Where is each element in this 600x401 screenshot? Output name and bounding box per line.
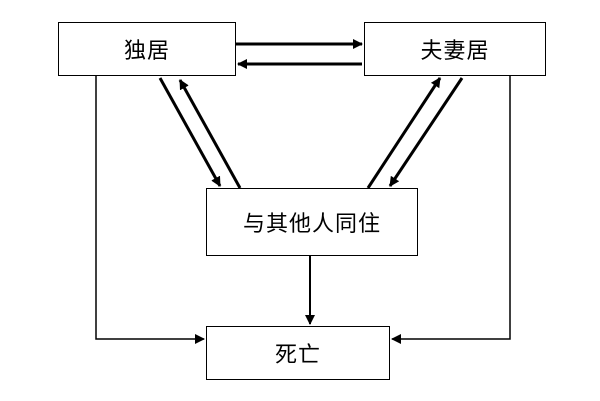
node-living-alone: 独居 bbox=[58, 22, 236, 76]
node-living-with-spouse: 夫妻居 bbox=[364, 22, 546, 76]
node-death-label: 死亡 bbox=[274, 343, 321, 368]
edge-alone-to-death bbox=[95, 76, 205, 344]
node-living-alone-label: 独居 bbox=[123, 39, 170, 64]
node-living-with-others-label: 与其他人同住 bbox=[242, 212, 381, 237]
edge-couple-to-others bbox=[388, 77, 464, 187]
edge-others-to-couple bbox=[366, 77, 442, 189]
edge-others-to-alone bbox=[178, 79, 242, 189]
node-living-with-spouse-label: 夫妻居 bbox=[420, 39, 490, 64]
edge-alone-to-others bbox=[158, 77, 222, 187]
node-living-with-others: 与其他人同住 bbox=[206, 188, 418, 256]
node-death: 死亡 bbox=[206, 326, 390, 380]
edge-couple-to-death bbox=[391, 76, 511, 344]
